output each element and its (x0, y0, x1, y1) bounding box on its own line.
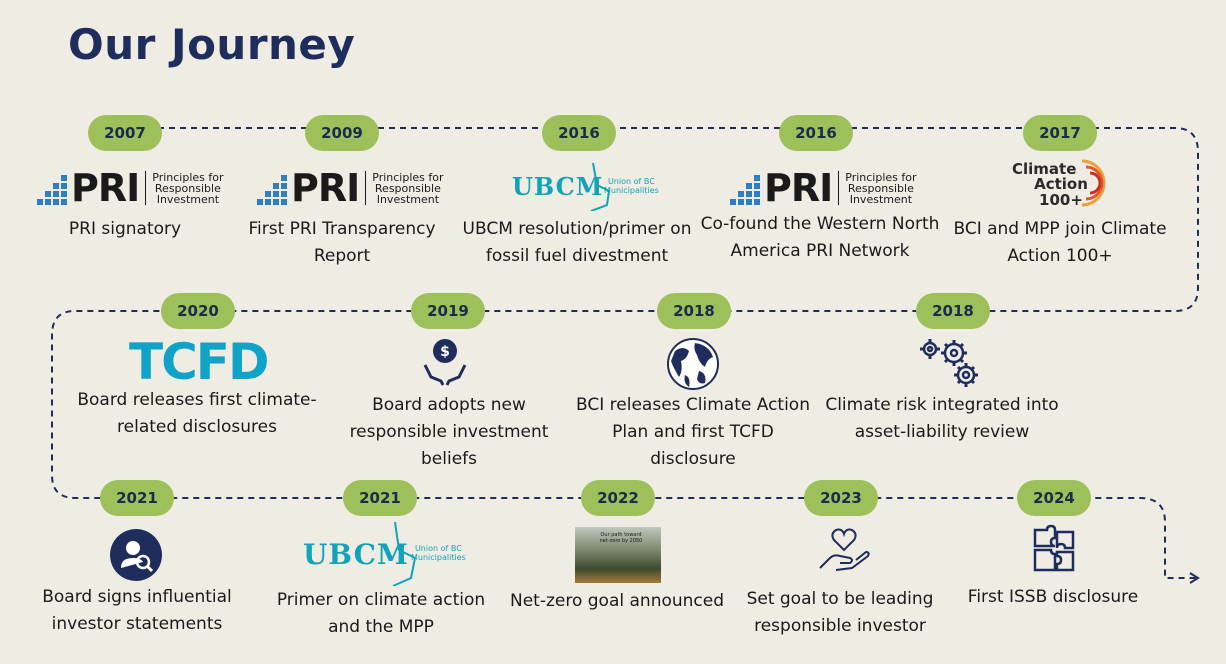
year-pill: 2021 (343, 480, 417, 516)
year-pill: 2019 (411, 293, 485, 329)
event-caption: PRI signatory (68, 219, 182, 239)
arrow-head-icon (1189, 572, 1200, 584)
event-caption: UBCM resolution/primer on fossil fuel di… (462, 219, 692, 266)
event-caption: Set goal to be leading responsible inves… (746, 589, 934, 636)
money-hands-icon: $ (423, 339, 467, 386)
year-pill: 2024 (1017, 480, 1091, 516)
event-caption: First ISSB disclosure (967, 587, 1139, 607)
year-pill: 2016 (542, 115, 616, 151)
year-pill: 2021 (100, 480, 174, 516)
event-caption: Co-found the Western North America PRI N… (700, 214, 940, 261)
event-caption: Board adopts new responsible investment … (349, 395, 549, 469)
year-pill: 2018 (916, 293, 990, 329)
event-caption: Primer on climate action and the MPP (276, 590, 486, 637)
net-zero-report-thumbnail: Our path toward net-zero by 2050 (575, 527, 661, 583)
event-caption: Board releases first climate-related dis… (77, 390, 317, 437)
climate-action-logo: Climate Action 100+ (1010, 157, 1110, 209)
heart-hand-icon (819, 528, 870, 571)
year-pill: 2022 (581, 480, 655, 516)
event-caption: Net-zero goal announced (509, 591, 725, 611)
investor-icon (110, 529, 162, 581)
year-pill: 2009 (305, 115, 379, 151)
gears-icon (920, 339, 978, 387)
event-caption: First PRI Transparency Report (248, 219, 436, 266)
svg-text:$: $ (440, 344, 450, 360)
event-caption: Climate risk integrated into asset-liabi… (825, 395, 1059, 442)
event-caption: BCI and MPP join Climate Action 100+ (953, 219, 1167, 266)
year-pill: 2018 (657, 293, 731, 329)
event-caption: BCI releases Climate Action Plan and fir… (576, 395, 810, 469)
year-pill: 2023 (804, 480, 878, 516)
year-pill: 2017 (1023, 115, 1097, 151)
year-pill: 2016 (779, 115, 853, 151)
event-caption: Board signs influential investor stateme… (42, 587, 232, 634)
globe-icon (667, 338, 719, 390)
year-pill: 2020 (161, 293, 235, 329)
tcfd-logo: TCFD (129, 333, 269, 391)
year-pill: 2007 (88, 115, 162, 151)
puzzle-icon (1033, 524, 1075, 572)
page-title: Our Journey (68, 20, 356, 69)
